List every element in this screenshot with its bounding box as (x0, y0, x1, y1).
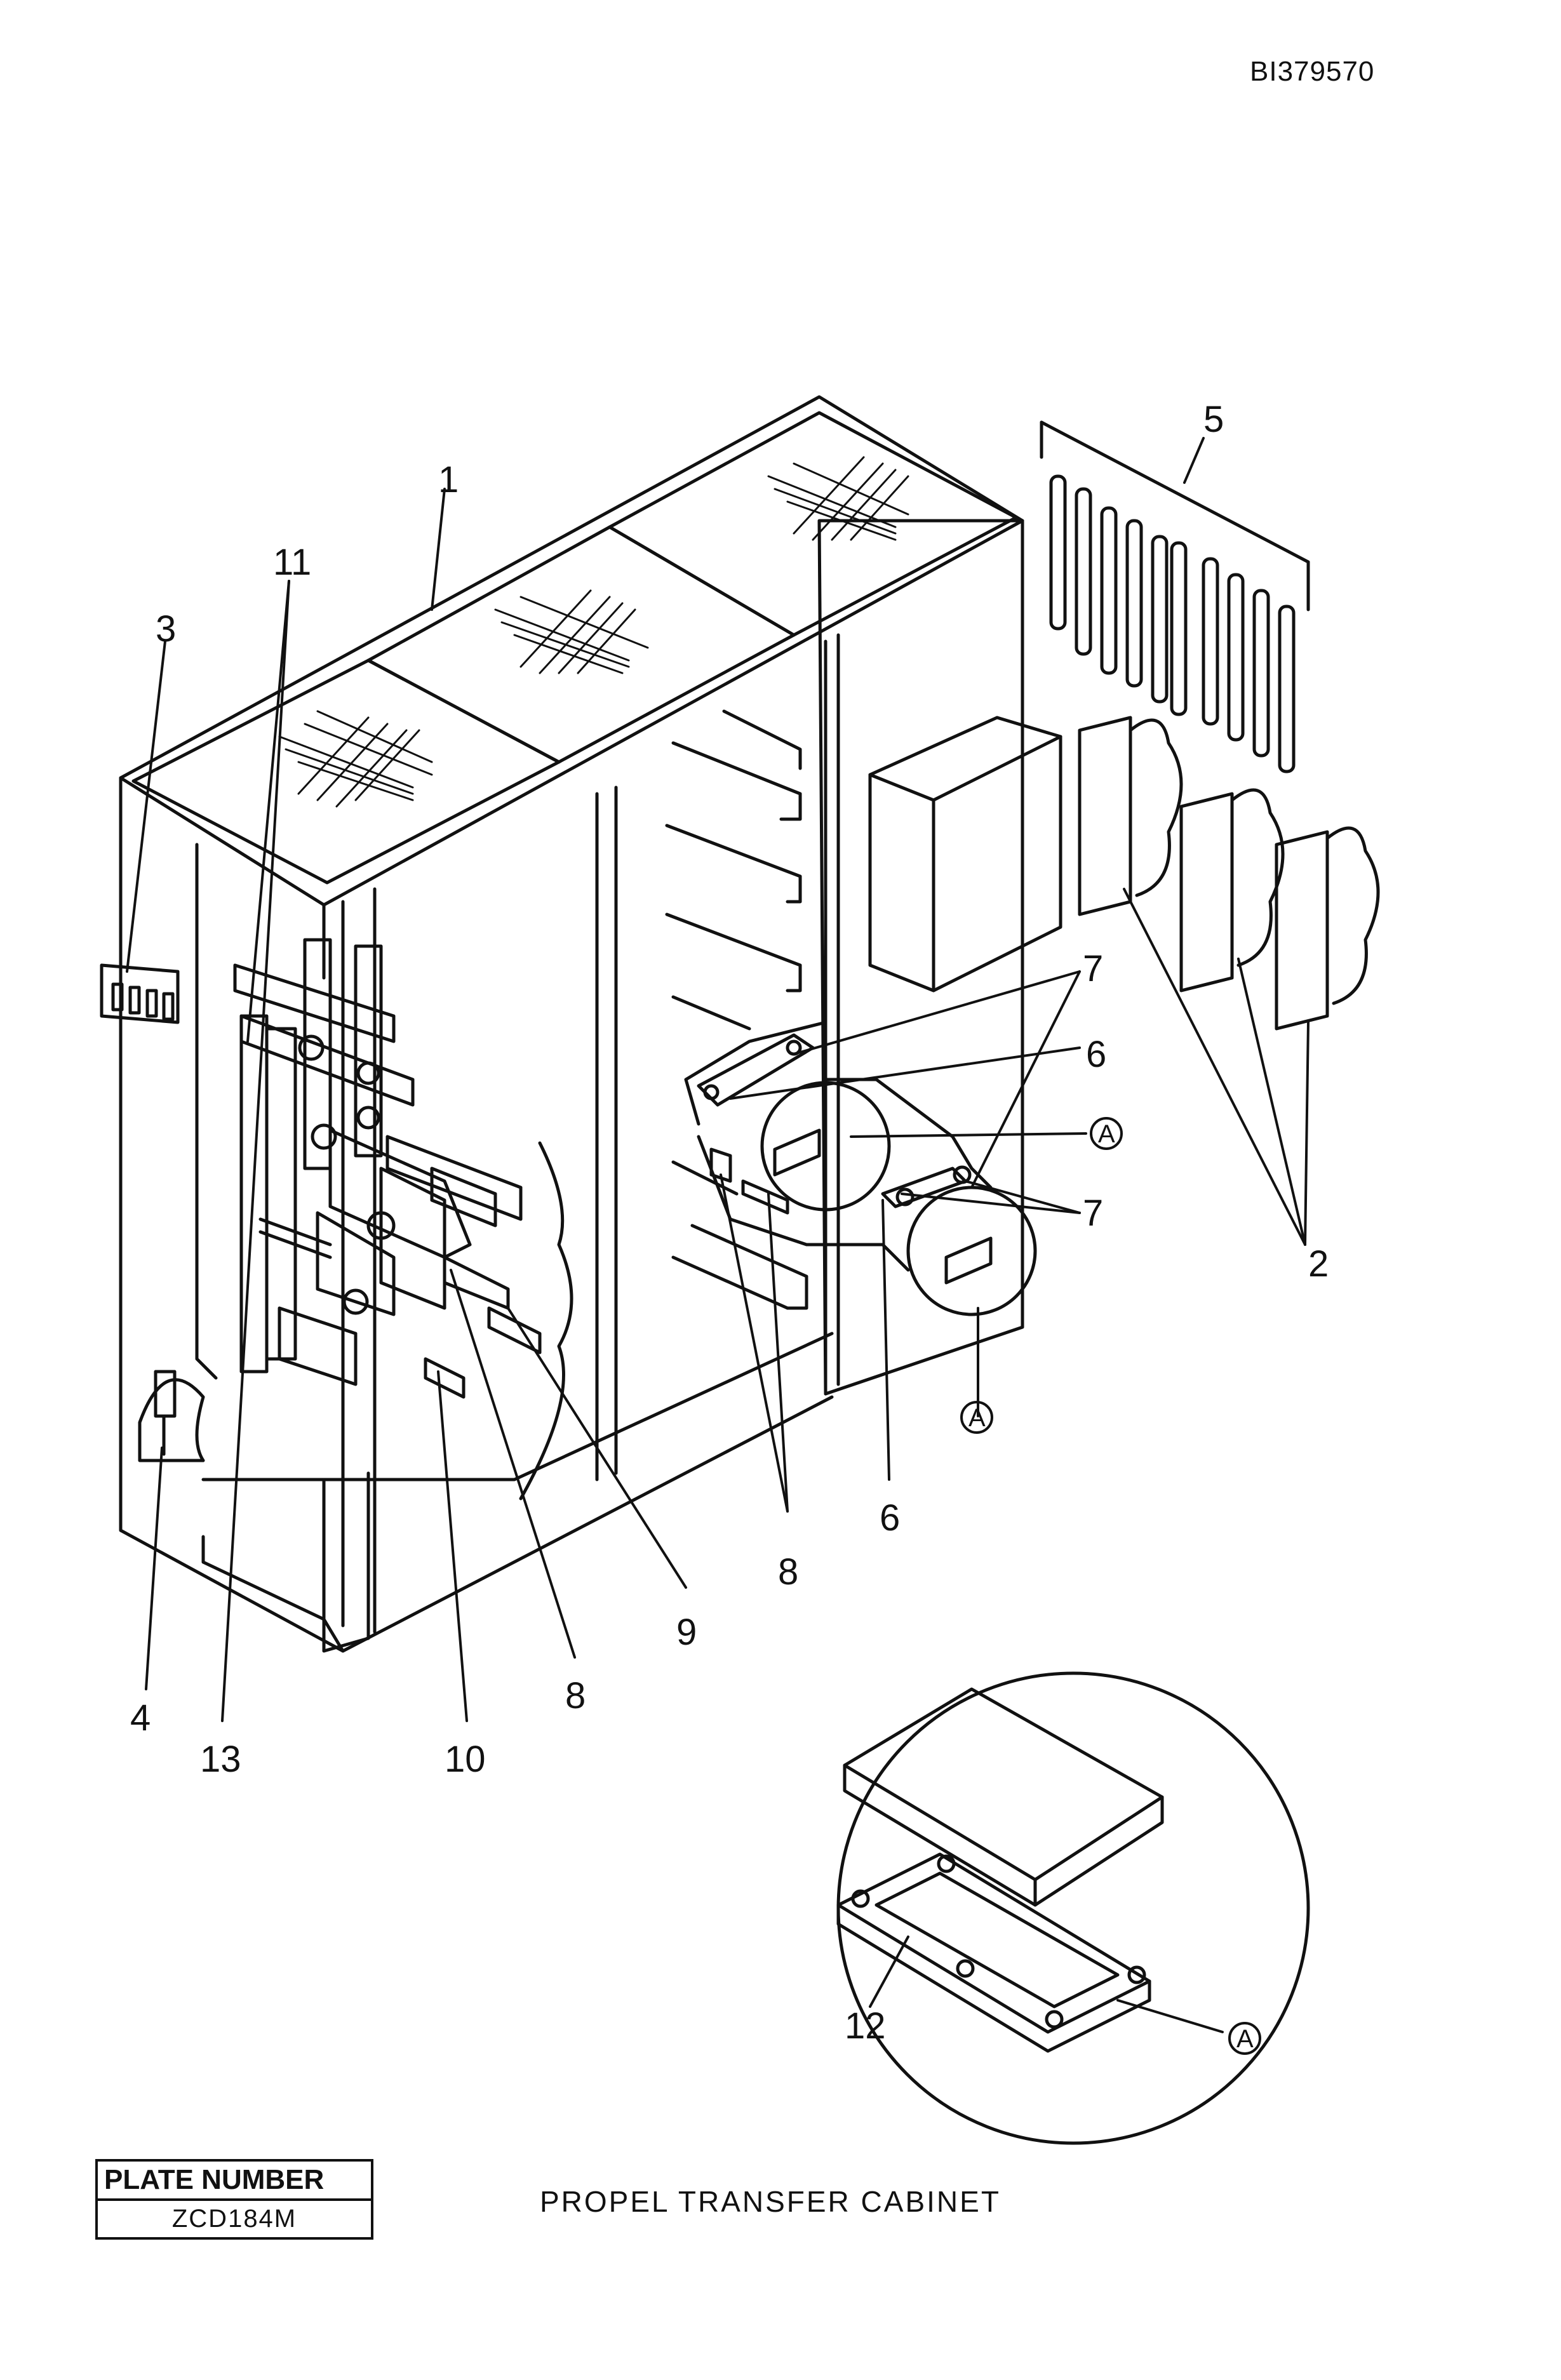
component-box (868, 716, 1062, 993)
callout-6-lower: 6 (880, 1497, 900, 1539)
detail-circle-a1 (760, 1081, 891, 1212)
plate-number-box: PLATE NUMBER ZCD184M (95, 2159, 373, 2240)
diagram-title: PROPEL TRANSFER CABINET (540, 2185, 1001, 2218)
callout-9: 9 (676, 1612, 697, 1653)
callout-labels: 1 2 3 4 5 6 6 7 7 8 8 9 10 11 12 13 A A … (130, 399, 1329, 2053)
plate-number-label: PLATE NUMBER (98, 2162, 371, 2201)
callout-3: 3 (156, 608, 176, 650)
detail-a-enlarged (836, 1671, 1310, 2145)
callout-2: 2 (1308, 1243, 1329, 1285)
callout-7-upper: 7 (1083, 948, 1103, 989)
callout-8-right: 8 (778, 1551, 798, 1593)
fuse-holders (1078, 716, 1380, 1031)
plate-number-value: ZCD184M (171, 2205, 297, 2233)
callout-6-upper: 6 (1086, 1034, 1106, 1075)
grille-hatching (278, 456, 909, 808)
connector-block (100, 963, 180, 1024)
callout-4: 4 (130, 1697, 151, 1739)
cabinet-top (119, 395, 1024, 907)
detail-marker-a-3: A (1236, 2025, 1254, 2053)
callout-10: 10 (445, 1739, 486, 1780)
callout-11: 11 (273, 542, 311, 583)
cabinet-right-face (817, 519, 1024, 1396)
leader-lines (126, 437, 1310, 2033)
callout-1: 1 (438, 459, 459, 500)
callout-8-left: 8 (565, 1675, 586, 1716)
resistor-set (1040, 420, 1310, 773)
callout-5: 5 (1203, 399, 1224, 440)
cabinet-front (119, 776, 834, 1653)
lower-left-device (138, 1370, 205, 1462)
callout-13: 13 (200, 1739, 241, 1780)
document-id: BI379570 (1250, 56, 1375, 87)
detail-marker-a-1: A (1098, 1120, 1115, 1148)
bus-assembly (233, 938, 542, 1399)
callout-7-lower: 7 (1083, 1193, 1103, 1234)
shelves (665, 709, 808, 1310)
detail-marker-a-2: A (968, 1404, 986, 1432)
callout-12: 12 (845, 2005, 886, 2047)
right-links (684, 1020, 993, 1272)
cabinet-body (119, 395, 1024, 1653)
